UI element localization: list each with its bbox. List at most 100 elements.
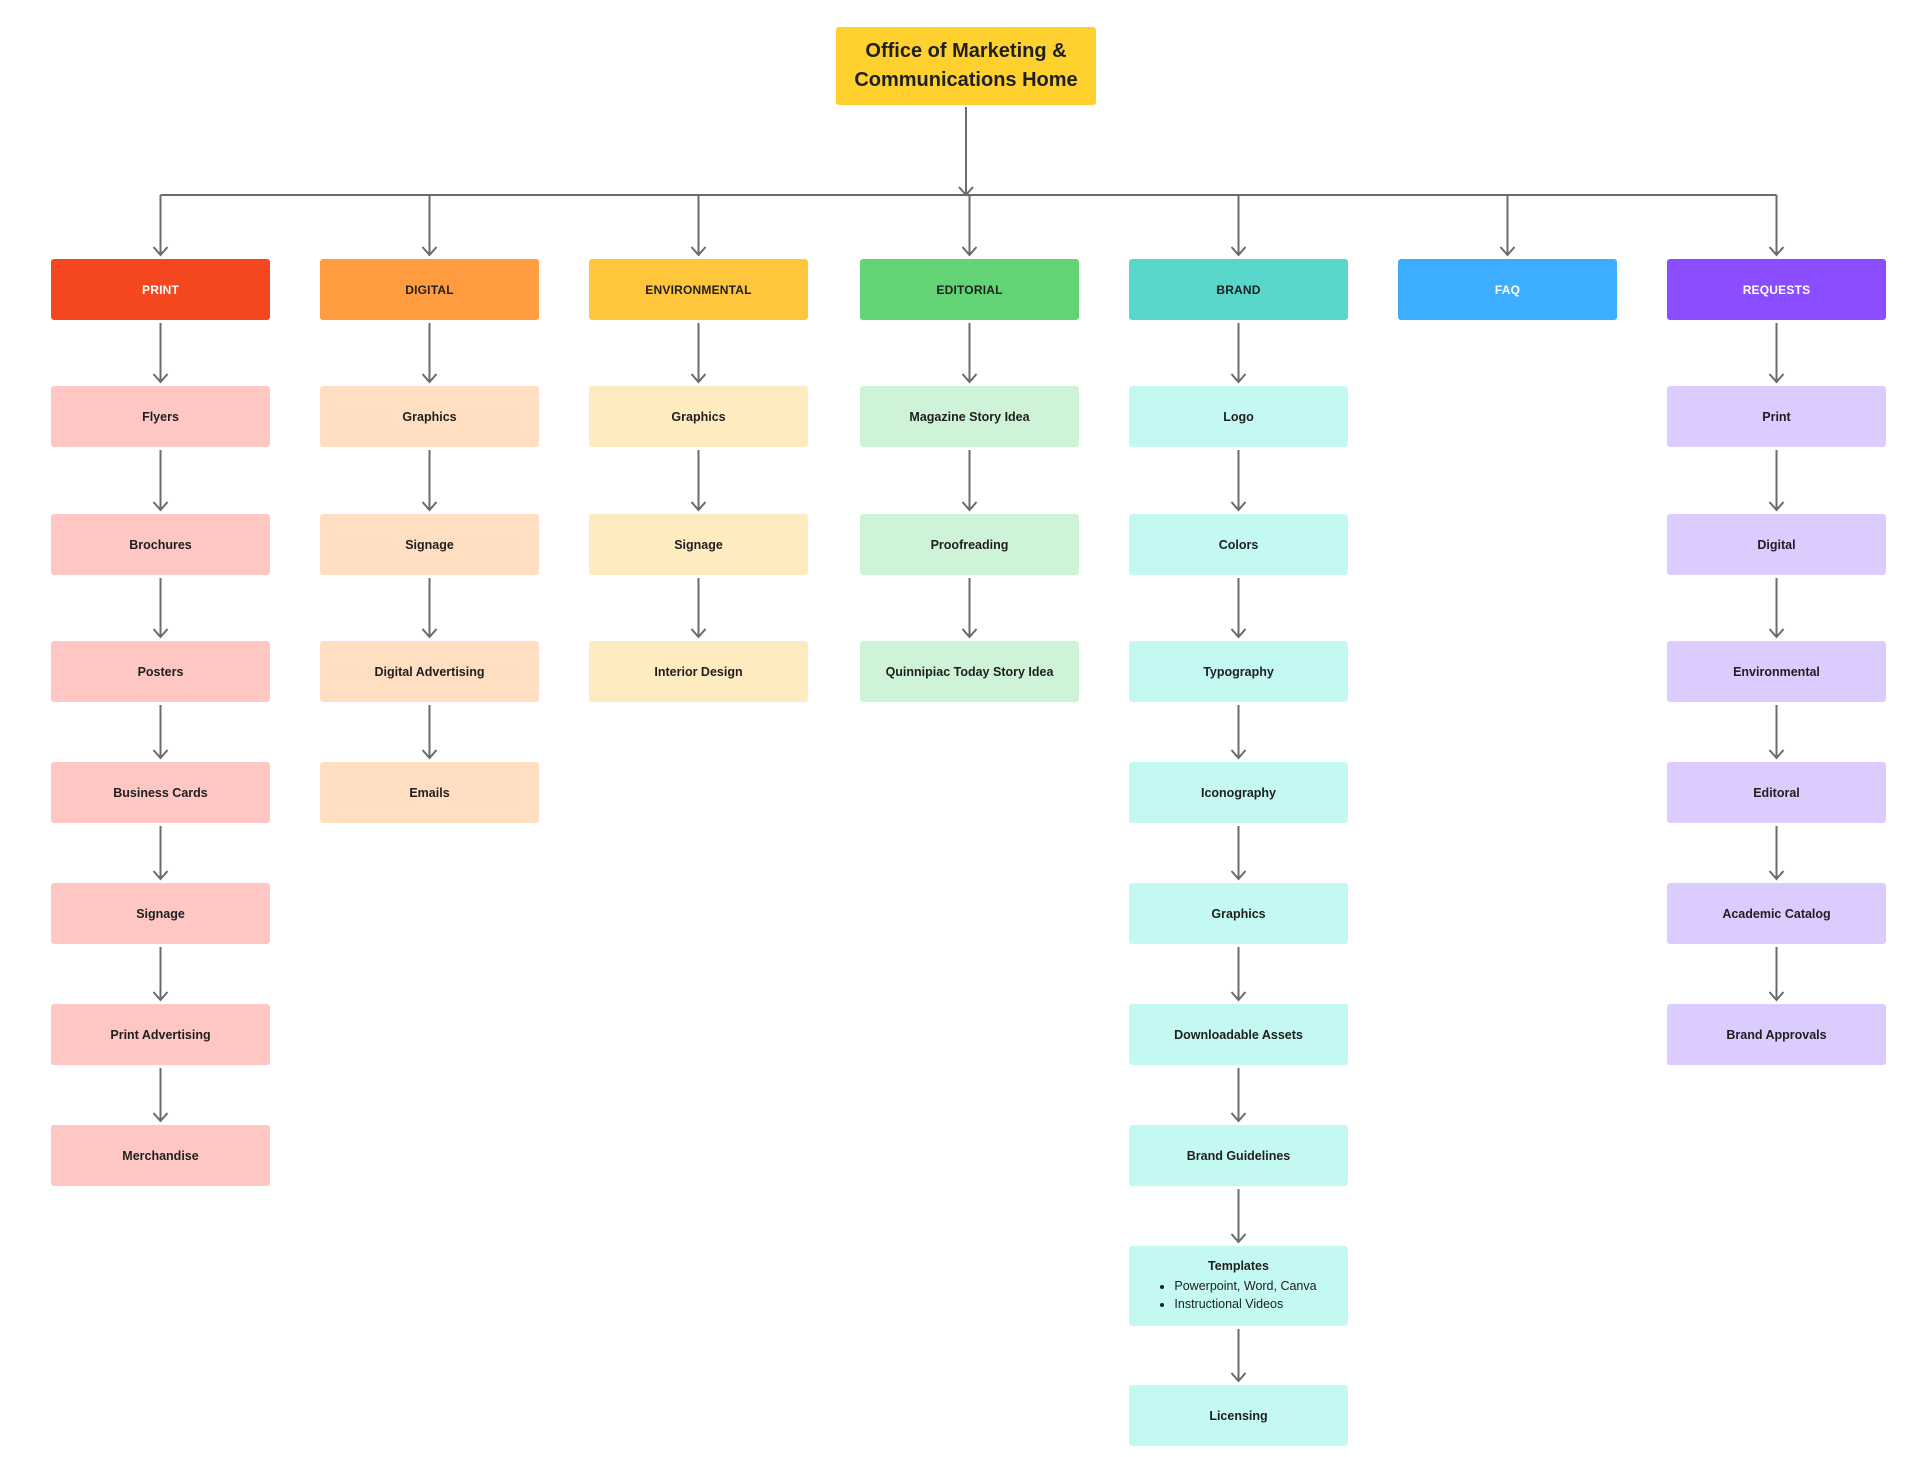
connector-environmental-signage — [690, 450, 707, 512]
brand-item-templates[interactable]: TemplatesPowerpoint, Word, CanvaInstruct… — [1129, 1246, 1348, 1326]
requests-item-editoral[interactable]: Editoral — [1667, 762, 1886, 823]
templates-bullet-list: Powerpoint, Word, CanvaInstructional Vid… — [1160, 1277, 1316, 1313]
connector-requests-environmental — [1768, 578, 1785, 639]
environmental-item-interior-design[interactable]: Interior Design — [589, 641, 808, 702]
brand-item-colors[interactable]: Colors — [1129, 514, 1348, 575]
node-label: Environmental — [1733, 664, 1820, 679]
environmental-item-graphics[interactable]: Graphics — [589, 386, 808, 447]
node-label: Graphics — [671, 409, 726, 424]
node-label: Interior Design — [654, 664, 743, 679]
node-label: Business Cards — [113, 785, 208, 800]
node-label: Iconography — [1200, 785, 1276, 800]
connector-brand-colors — [1230, 450, 1247, 512]
connector-requests-brand-approvals — [1768, 947, 1785, 1002]
category-print[interactable]: PRINT — [51, 259, 270, 320]
brand-item-licensing[interactable]: Licensing — [1129, 1385, 1348, 1446]
connector-print-flyers — [152, 323, 169, 384]
requests-item-academic-catalog[interactable]: Academic Catalog — [1667, 883, 1886, 944]
category-editorial[interactable]: EDITORIAL — [860, 259, 1079, 320]
node-label: Signage — [674, 537, 723, 552]
category-digital[interactable]: DIGITAL — [320, 259, 539, 320]
node-label: Digital Advertising — [374, 664, 485, 679]
connector-print-posters — [152, 578, 169, 639]
connector-digital-signage — [421, 450, 438, 512]
print-item-posters[interactable]: Posters — [51, 641, 270, 702]
print-item-business-cards[interactable]: Business Cards — [51, 762, 270, 823]
brand-item-typography[interactable]: Typography — [1129, 641, 1348, 702]
connector-environmental-interior-design — [690, 578, 707, 639]
requests-item-brand-approvals[interactable]: Brand Approvals — [1667, 1004, 1886, 1065]
digital-item-emails[interactable]: Emails — [320, 762, 539, 823]
connector-editorial-magazine-story-idea — [961, 323, 978, 384]
connector-brand-downloadable-assets — [1230, 947, 1247, 1002]
brand-item-brand-guidelines[interactable]: Brand Guidelines — [1129, 1125, 1348, 1186]
requests-item-environmental[interactable]: Environmental — [1667, 641, 1886, 702]
requests-item-digital[interactable]: Digital — [1667, 514, 1886, 575]
node-label: Merchandise — [122, 1148, 199, 1163]
root-node: Office of Marketing & Communications Hom… — [836, 27, 1096, 105]
category-faq[interactable]: FAQ — [1398, 259, 1617, 320]
node-label: Print — [1762, 409, 1791, 424]
brand-item-logo[interactable]: Logo — [1129, 386, 1348, 447]
connector-digital-graphics — [421, 323, 438, 384]
connector-brand-typography — [1230, 578, 1247, 639]
environmental-item-signage[interactable]: Signage — [589, 514, 808, 575]
brand-item-downloadable-assets[interactable]: Downloadable Assets — [1129, 1004, 1348, 1065]
connector-requests-print — [1768, 323, 1785, 384]
connector-brand-graphics — [1230, 826, 1247, 881]
print-item-merchandise[interactable]: Merchandise — [51, 1125, 270, 1186]
brand-item-iconography[interactable]: Iconography — [1129, 762, 1348, 823]
connector-to-editorial — [961, 195, 978, 257]
digital-item-signage[interactable]: Signage — [320, 514, 539, 575]
requests-item-print[interactable]: Print — [1667, 386, 1886, 447]
connector-brand-licensing — [1230, 1329, 1247, 1383]
connector-requests-digital — [1768, 450, 1785, 512]
category-brand[interactable]: BRAND — [1129, 259, 1348, 320]
connector-to-faq — [1499, 195, 1516, 257]
connector-digital-emails — [421, 705, 438, 760]
node-label: Graphics — [402, 409, 457, 424]
connector-environmental-graphics — [690, 323, 707, 384]
connector-print-print-advertising — [152, 947, 169, 1002]
brand-item-graphics[interactable]: Graphics — [1129, 883, 1348, 944]
digital-item-digital-advertising[interactable]: Digital Advertising — [320, 641, 539, 702]
connector-requests-academic-catalog — [1768, 826, 1785, 881]
bullet-item: Instructional Videos — [1174, 1295, 1316, 1313]
node-label: Licensing — [1209, 1408, 1268, 1423]
digital-item-graphics[interactable]: Graphics — [320, 386, 539, 447]
category-environmental[interactable]: ENVIRONMENTAL — [589, 259, 808, 320]
connector-to-requests — [1768, 195, 1785, 257]
editorial-item-proofreading[interactable]: Proofreading — [860, 514, 1079, 575]
node-label: Magazine Story Idea — [909, 409, 1030, 424]
root-title-line-2: Communications Home — [854, 69, 1078, 91]
node-label: Academic Catalog — [1722, 906, 1831, 921]
bullet-item: Powerpoint, Word, Canva — [1174, 1277, 1316, 1295]
print-item-brochures[interactable]: Brochures — [51, 514, 270, 575]
connector-editorial-quinnipiac-today-story-idea — [961, 578, 978, 639]
connector-print-merchandise — [152, 1068, 169, 1123]
connector-to-brand — [1230, 195, 1247, 257]
connector-to-digital — [421, 195, 438, 257]
connector-brand-brand-guidelines — [1230, 1068, 1247, 1123]
print-item-signage[interactable]: Signage — [51, 883, 270, 944]
connector-requests-editoral — [1768, 705, 1785, 760]
connector-print-signage — [152, 826, 169, 881]
node-label: Templates — [1208, 1259, 1269, 1273]
connector-print-business-cards — [152, 705, 169, 760]
node-label: Digital — [1757, 537, 1796, 552]
node-label: Brand Approvals — [1726, 1027, 1827, 1042]
node-label: Typography — [1203, 664, 1274, 679]
editorial-item-quinnipiac-today-story-idea[interactable]: Quinnipiac Today Story Idea — [860, 641, 1079, 702]
connector-editorial-proofreading — [961, 450, 978, 512]
node-label: Downloadable Assets — [1174, 1027, 1303, 1042]
print-item-print-advertising[interactable]: Print Advertising — [51, 1004, 270, 1065]
category-requests[interactable]: REQUESTS — [1667, 259, 1886, 320]
connector-digital-digital-advertising — [421, 578, 438, 639]
node-label: Graphics — [1211, 906, 1266, 921]
node-label: Quinnipiac Today Story Idea — [885, 664, 1054, 679]
editorial-item-magazine-story-idea[interactable]: Magazine Story Idea — [860, 386, 1079, 447]
print-item-flyers[interactable]: Flyers — [51, 386, 270, 447]
node-label: Signage — [136, 906, 185, 921]
